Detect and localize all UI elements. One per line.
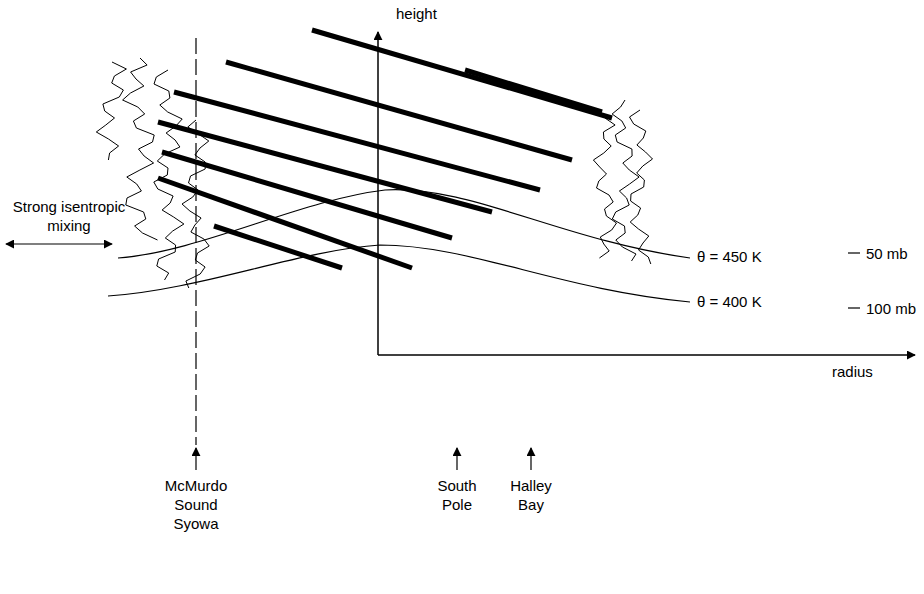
tick xyxy=(848,307,860,308)
mixing-edge xyxy=(96,58,652,288)
station-label: McMurdo Sound Syowa xyxy=(165,476,228,533)
pressure-label: 100 mb xyxy=(866,299,916,318)
station-arrow xyxy=(530,448,531,470)
wavy-line xyxy=(182,120,209,288)
station-arrow xyxy=(195,448,196,470)
isentrope-label: θ = 400 K xyxy=(697,292,762,311)
isentrope-400 xyxy=(108,245,690,302)
height-axis xyxy=(377,32,379,355)
filaments xyxy=(158,30,612,268)
station-arrow xyxy=(456,448,457,470)
wavy-line xyxy=(593,118,616,258)
station-label: South Pole xyxy=(437,476,476,514)
radius-axis xyxy=(378,354,915,356)
wavy-line xyxy=(154,70,184,280)
annotation: Strong isentropic mixing xyxy=(4,197,134,235)
tick xyxy=(848,252,860,253)
isentrope-label: θ = 450 K xyxy=(697,247,762,266)
axis-label: height xyxy=(396,4,437,23)
wavy-line xyxy=(612,100,639,261)
station-label: Halley Bay xyxy=(510,476,552,514)
pressure-label: 50 mb xyxy=(866,244,908,263)
wavy-line xyxy=(96,62,126,160)
wavy-line xyxy=(630,110,653,264)
mixing-arrow xyxy=(6,243,112,244)
wavy-line xyxy=(123,58,158,240)
axis-label: radius xyxy=(832,362,873,381)
